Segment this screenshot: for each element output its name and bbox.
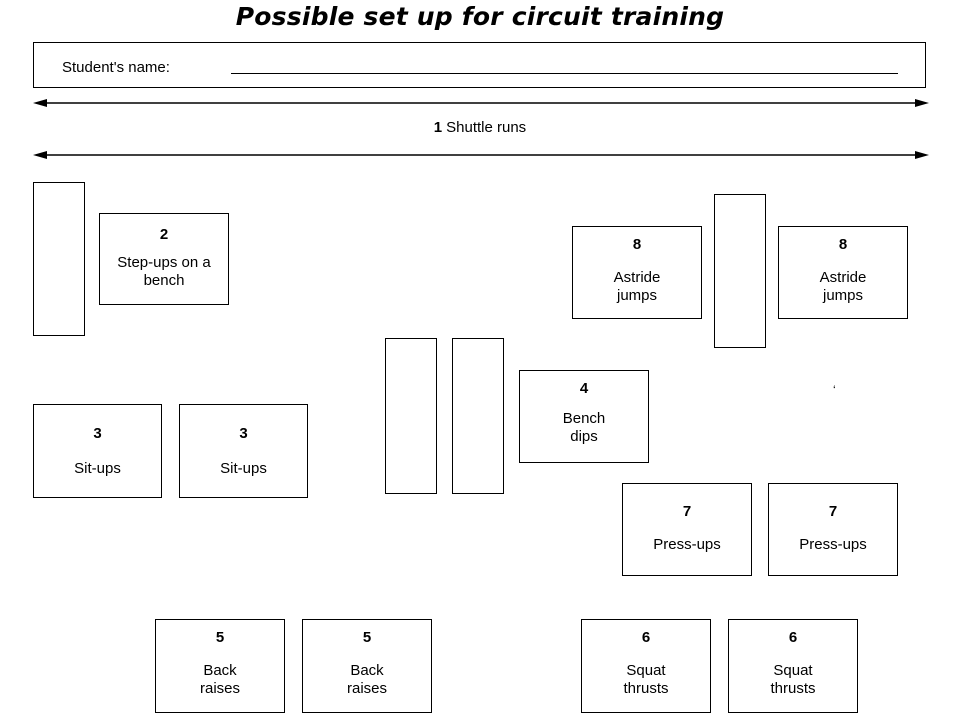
- station-number: 4: [579, 380, 589, 397]
- stray-mark: ‘: [833, 383, 836, 397]
- station-label: Squat thrusts: [770, 662, 816, 697]
- station-label: Astride jumps: [819, 269, 867, 304]
- station-number: 5: [215, 629, 225, 646]
- station-label: Squat thrusts: [623, 662, 669, 697]
- bench-center-right: [452, 338, 504, 494]
- station-number: 7: [828, 503, 838, 520]
- station-label: Back raises: [199, 662, 240, 697]
- student-name-line[interactable]: [231, 73, 898, 74]
- station-label: Astride jumps: [613, 269, 661, 304]
- shuttle-arrow-bottom: [33, 151, 929, 159]
- bench-center-left: [385, 338, 437, 494]
- shuttle-text: Shuttle runs: [446, 119, 527, 136]
- station-number: 7: [682, 503, 692, 520]
- shuttle-number: 1: [433, 119, 443, 136]
- station-bench-dips: 4 Bench dips: [519, 370, 649, 463]
- station-label: Back raises: [346, 662, 387, 697]
- bench-right: [714, 194, 766, 348]
- station-number: 6: [641, 629, 651, 646]
- student-name-label: Student's name:: [62, 59, 170, 76]
- station-number: 8: [632, 236, 642, 253]
- station-back-raises-2: 5 Back raises: [302, 619, 432, 713]
- station-number: 5: [362, 629, 372, 646]
- station-back-raises-1: 5 Back raises: [155, 619, 285, 713]
- station-number: 3: [239, 425, 248, 442]
- page-title: Possible set up for circuit training: [235, 2, 725, 31]
- station-label: Sit-ups: [74, 460, 121, 477]
- bench-left: [33, 182, 85, 336]
- station-label: Bench dips: [562, 410, 606, 445]
- station-number: 3: [93, 425, 102, 442]
- shuttle-arrow-top: [33, 99, 929, 107]
- station-label: Press-ups: [799, 536, 867, 553]
- station-number: 6: [788, 629, 798, 646]
- station-astride-jumps-2: 8 Astride jumps: [778, 226, 908, 319]
- station-press-ups-1: 7 Press-ups: [622, 483, 752, 576]
- station-astride-jumps-1: 8 Astride jumps: [572, 226, 702, 319]
- station-step-ups: 2 Step-ups on a bench: [99, 213, 229, 305]
- station-number: 8: [838, 236, 848, 253]
- station-squat-thrusts-2: 6 Squat thrusts: [728, 619, 858, 713]
- station-label: Step-ups on a bench: [117, 254, 211, 289]
- station-sit-ups-1: 3 Sit-ups: [33, 404, 162, 498]
- station-squat-thrusts-1: 6 Squat thrusts: [581, 619, 711, 713]
- student-name-box: Student's name:: [33, 42, 926, 88]
- station-number: 2: [159, 226, 169, 243]
- station-label: Press-ups: [653, 536, 721, 553]
- station-label: Sit-ups: [220, 460, 267, 477]
- station-sit-ups-2: 3 Sit-ups: [179, 404, 308, 498]
- station-press-ups-2: 7 Press-ups: [768, 483, 898, 576]
